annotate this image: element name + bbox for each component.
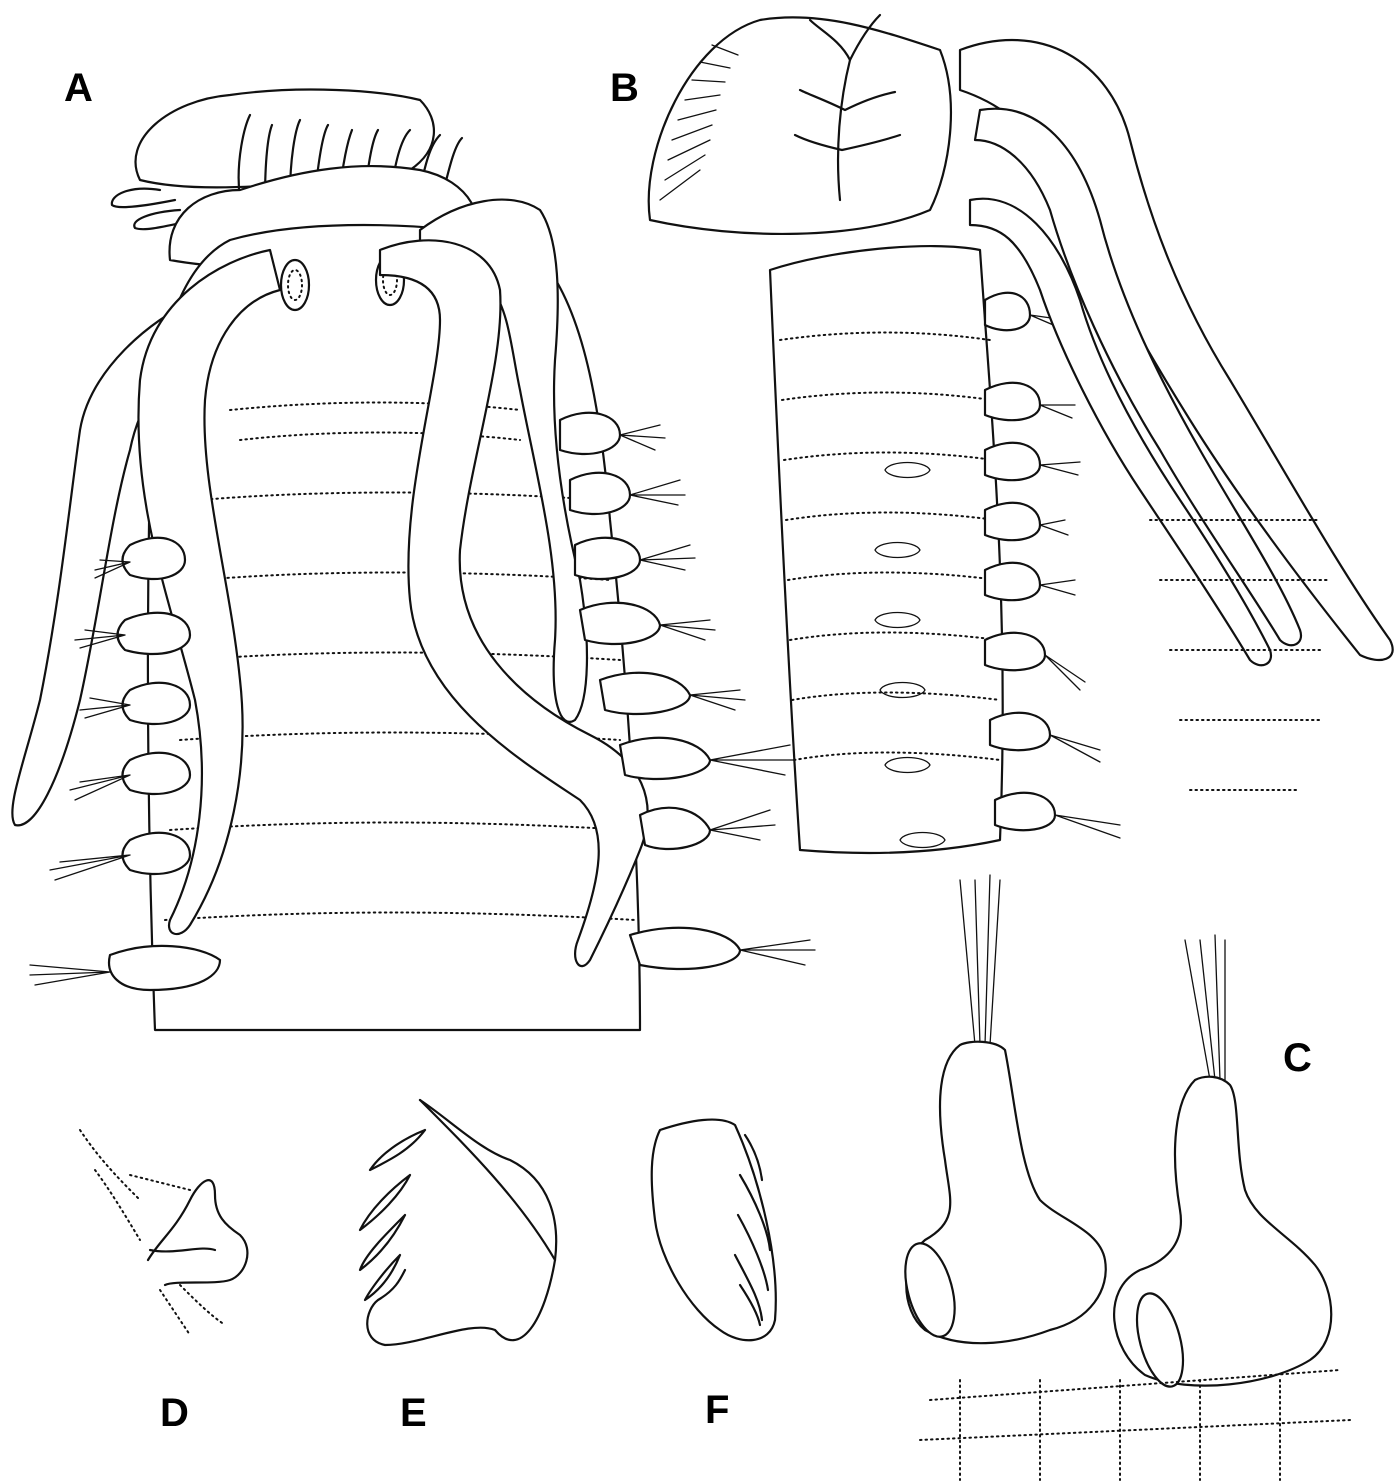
- panel-d-drawing: [79, 1129, 249, 1336]
- panel-c-drawing: [904, 874, 1351, 1481]
- panel-label-e: E: [400, 1391, 427, 1435]
- panel-label-d: D: [160, 1391, 189, 1435]
- panel-b-drawing: [647, 13, 1394, 855]
- panel-f-drawing: [650, 1118, 777, 1342]
- panel-label-a: A: [64, 66, 93, 110]
- panel-a-drawing: [11, 88, 816, 1032]
- panel-label-f: F: [705, 1388, 730, 1432]
- panel-label-b: B: [610, 66, 639, 110]
- panel-e-drawing: [358, 1098, 558, 1347]
- panel-label-c: C: [1283, 1036, 1312, 1080]
